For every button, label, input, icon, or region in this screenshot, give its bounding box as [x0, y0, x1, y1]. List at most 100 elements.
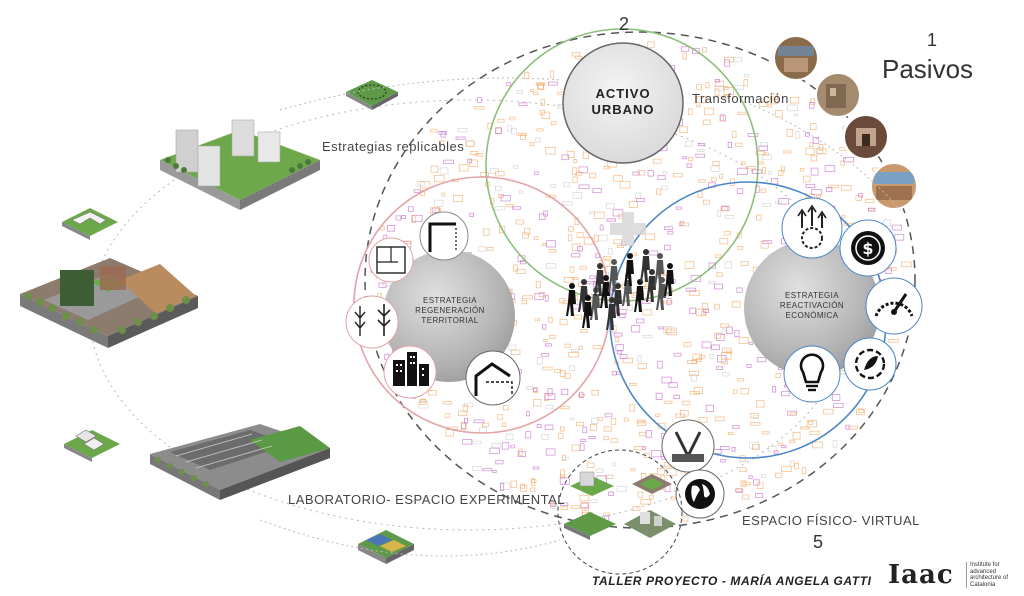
- parcel: [792, 431, 801, 440]
- estrategias-replicables-label: Estrategias replicables: [322, 139, 465, 154]
- parcel: [716, 333, 725, 341]
- parcel: [458, 410, 468, 416]
- parcel: [564, 276, 574, 283]
- parcel: [805, 147, 815, 156]
- parcel: [687, 108, 693, 115]
- parcel: [799, 167, 805, 172]
- reactivacion-label: ESTRATEGIA REACTIVACIÓN ECONÓMICA: [766, 291, 858, 321]
- parcel: [800, 426, 810, 430]
- buildings-icon: [383, 345, 437, 399]
- model-lab-1: [570, 471, 614, 496]
- parcel: [634, 446, 645, 450]
- photo-connector: [739, 99, 901, 211]
- parcel: [477, 246, 486, 252]
- regeneracion-line2: REGENERACIÓN: [415, 306, 485, 315]
- parcel: [498, 194, 504, 198]
- model-small-u: [62, 208, 118, 240]
- parcel: [588, 436, 596, 439]
- parcel: [486, 247, 494, 251]
- parcel: [790, 412, 797, 416]
- parcel: [746, 364, 752, 368]
- parcel: [789, 439, 796, 443]
- parcel: [769, 96, 779, 105]
- parcel: [702, 47, 707, 53]
- parcel: [545, 263, 556, 269]
- iaac-logo-subtitle: Institute for advanced architecture of C…: [966, 562, 1020, 588]
- model-small-cubes: [64, 429, 120, 462]
- parcel: [667, 231, 674, 235]
- parcel: [737, 378, 745, 382]
- parcel: [812, 441, 823, 449]
- parcel: [491, 443, 501, 449]
- parcel: [570, 417, 575, 421]
- person-silhouette: [566, 283, 576, 316]
- parcel: [781, 465, 792, 472]
- parcel: [603, 436, 609, 441]
- parcel: [580, 502, 590, 510]
- parcel: [756, 357, 767, 363]
- parcel: [728, 432, 734, 435]
- parcel: [559, 405, 570, 410]
- parcel: [658, 326, 665, 330]
- parcel: [579, 494, 590, 502]
- parcel: [656, 188, 662, 196]
- parcel: [455, 136, 466, 140]
- parcel: [545, 146, 556, 155]
- parcel: [647, 170, 654, 177]
- parcel: [696, 104, 701, 108]
- parcel: [657, 175, 666, 180]
- parcel: [773, 450, 779, 455]
- parcel: [612, 175, 623, 182]
- parcel: [679, 221, 684, 226]
- parcel: [741, 494, 750, 500]
- photo-3: [843, 114, 889, 160]
- parcel: [701, 341, 712, 349]
- parcel: [724, 215, 735, 219]
- parcel: [591, 417, 599, 424]
- parcel: [610, 418, 617, 425]
- parcel: [607, 248, 613, 255]
- parcel: [767, 171, 773, 175]
- lightbulb-icon: [783, 345, 841, 403]
- parcel: [816, 146, 824, 155]
- parcel: [613, 239, 623, 245]
- parcel: [760, 188, 767, 193]
- parcel: [444, 413, 450, 418]
- parcel: [698, 416, 708, 423]
- parcel: [762, 154, 772, 161]
- parcel: [482, 422, 489, 428]
- parcel: [696, 84, 702, 90]
- parcel: [801, 467, 807, 475]
- parcel: [720, 352, 732, 360]
- parcel: [787, 104, 798, 112]
- parcel: [655, 413, 660, 417]
- parcel: [647, 41, 655, 49]
- parcel: [637, 491, 644, 498]
- regeneracion-label: ESTRATEGIA REGENERACIÓN TERRITORIAL: [404, 296, 496, 326]
- parcel: [615, 344, 624, 351]
- parcel: [550, 503, 558, 509]
- parcel: [704, 107, 714, 116]
- parcel: [443, 159, 454, 165]
- parcel: [562, 201, 573, 206]
- parcel: [497, 413, 503, 420]
- parcel: [885, 267, 892, 274]
- parcel: [499, 483, 505, 491]
- parcel: [572, 277, 579, 280]
- parcel: [841, 215, 846, 218]
- parcel: [858, 409, 864, 413]
- parcel: [499, 225, 506, 234]
- parcel: [576, 232, 584, 238]
- parcel: [770, 178, 779, 185]
- parcel: [749, 441, 760, 449]
- parcel: [809, 430, 820, 435]
- photo-2: [815, 72, 861, 118]
- footer-italic: TALLER PROYECTO: [592, 574, 718, 588]
- parcel: [500, 195, 511, 202]
- parcel: [610, 438, 618, 443]
- parcel: [401, 215, 406, 219]
- parcel: [597, 234, 608, 242]
- crowd-silhouettes-icon: [566, 249, 674, 330]
- parcel: [743, 79, 748, 87]
- parcel: [474, 106, 485, 110]
